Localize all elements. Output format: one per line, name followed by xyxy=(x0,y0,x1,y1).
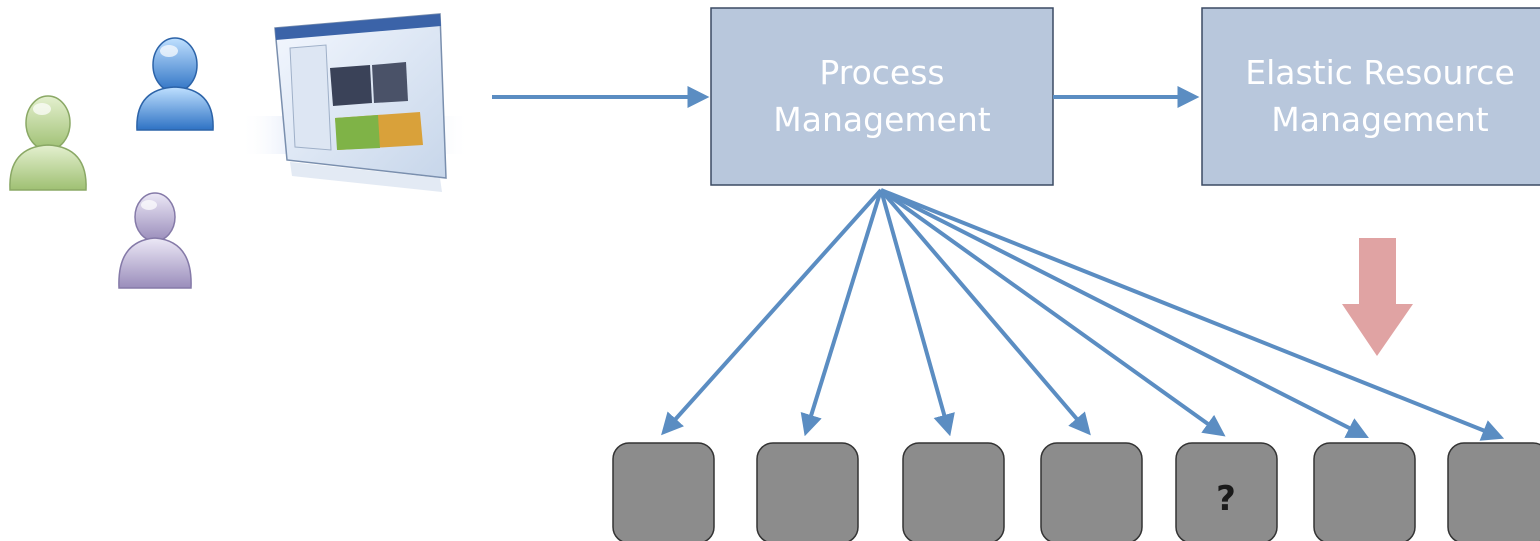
worker-nodes: ? xyxy=(612,442,1540,541)
worker-node-4 xyxy=(1040,442,1143,541)
elastic-resource-management-label-line2: Management xyxy=(1271,100,1488,139)
elastic-resource-management-label-line1: Elastic Resource xyxy=(1245,53,1515,92)
worker-node-3 xyxy=(902,442,1005,541)
elastic-resource-management-node: Elastic Resource Management xyxy=(1201,7,1540,186)
dispatch-arrow-4 xyxy=(879,188,1091,436)
dispatch-arrow-7 xyxy=(880,188,1505,441)
worker-node-6 xyxy=(1313,442,1416,541)
worker-node-2 xyxy=(756,442,859,541)
scale-down-arrow xyxy=(1342,238,1413,356)
dispatch-arrow-1 xyxy=(661,188,883,436)
dispatch-arrow-5 xyxy=(879,188,1226,437)
worker-node-1 xyxy=(612,442,715,541)
user-icon-purple xyxy=(118,192,192,289)
process-management-label-line1: Process xyxy=(819,53,944,92)
dispatch-arrow-3 xyxy=(879,189,955,437)
dispatch-arrow-2 xyxy=(800,189,883,437)
process-management-node: Process Management xyxy=(710,7,1054,186)
worker-node-7 xyxy=(1447,442,1540,541)
process-management-label-line2: Management xyxy=(773,100,990,139)
user-icon-green xyxy=(9,95,87,191)
worker-node-5 xyxy=(1175,442,1278,541)
user-icon-blue xyxy=(136,37,214,131)
worker-node-5-label: ? xyxy=(1216,479,1236,519)
dispatch-arrows xyxy=(661,188,1505,441)
browser-window-icon xyxy=(240,13,470,192)
dispatch-arrow-6 xyxy=(880,188,1369,438)
